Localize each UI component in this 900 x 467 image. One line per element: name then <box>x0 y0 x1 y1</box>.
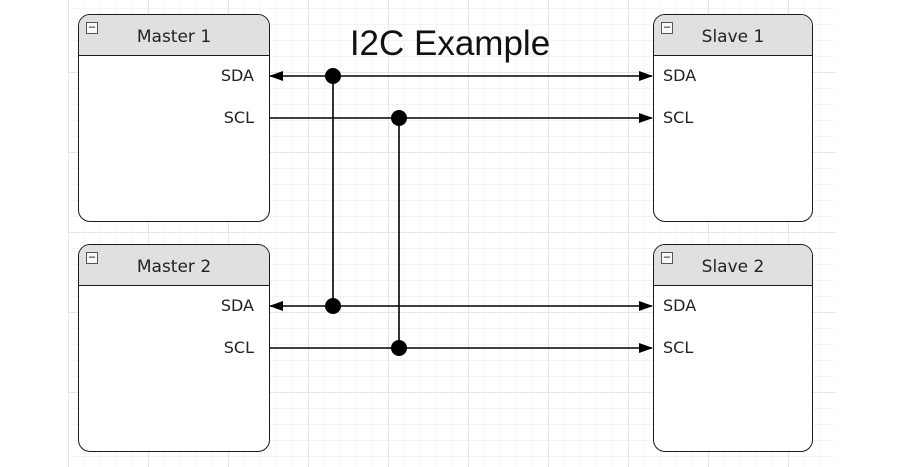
master-1-scl-port[interactable]: SCL <box>223 108 254 127</box>
minus-box-icon[interactable]: − <box>661 251 673 264</box>
minus-box-icon[interactable]: − <box>86 21 98 34</box>
slave-2-scl-port[interactable]: SCL <box>663 338 694 357</box>
master-1-header[interactable]: − Master 1 <box>79 15 269 56</box>
master-2-scl-port[interactable]: SCL <box>223 338 254 357</box>
slave-1-title: Slave 1 <box>701 27 765 47</box>
master-1-node[interactable]: − Master 1 SDA SCL <box>78 14 270 222</box>
master-1-sda-port[interactable]: SDA <box>220 66 254 85</box>
master-1-title: Master 1 <box>136 27 212 47</box>
slave-1-sda-port[interactable]: SDA <box>663 66 697 85</box>
slave-1-scl-port[interactable]: SCL <box>663 108 694 127</box>
minus-box-icon[interactable]: − <box>661 21 673 34</box>
scl-junction-top <box>391 110 407 126</box>
slave-1-header[interactable]: − Slave 1 <box>654 15 812 56</box>
minus-box-icon[interactable]: − <box>86 251 98 264</box>
master-2-header[interactable]: − Master 2 <box>79 245 269 286</box>
slave-2-sda-port[interactable]: SDA <box>663 296 697 315</box>
slave-2-node[interactable]: − Slave 2 SDA SCL <box>653 244 813 452</box>
master-2-title: Master 2 <box>136 257 212 277</box>
slave-1-node[interactable]: − Slave 1 SDA SCL <box>653 14 813 222</box>
slave-2-title: Slave 2 <box>701 257 765 277</box>
sda-junction-bottom <box>325 298 341 314</box>
diagram-title: I2C Example <box>349 24 551 63</box>
slave-2-header[interactable]: − Slave 2 <box>654 245 812 286</box>
master-2-node[interactable]: − Master 2 SDA SCL <box>78 244 270 452</box>
sda-junction-top <box>325 68 341 84</box>
master-2-sda-port[interactable]: SDA <box>220 296 254 315</box>
scl-junction-bottom <box>391 340 407 356</box>
